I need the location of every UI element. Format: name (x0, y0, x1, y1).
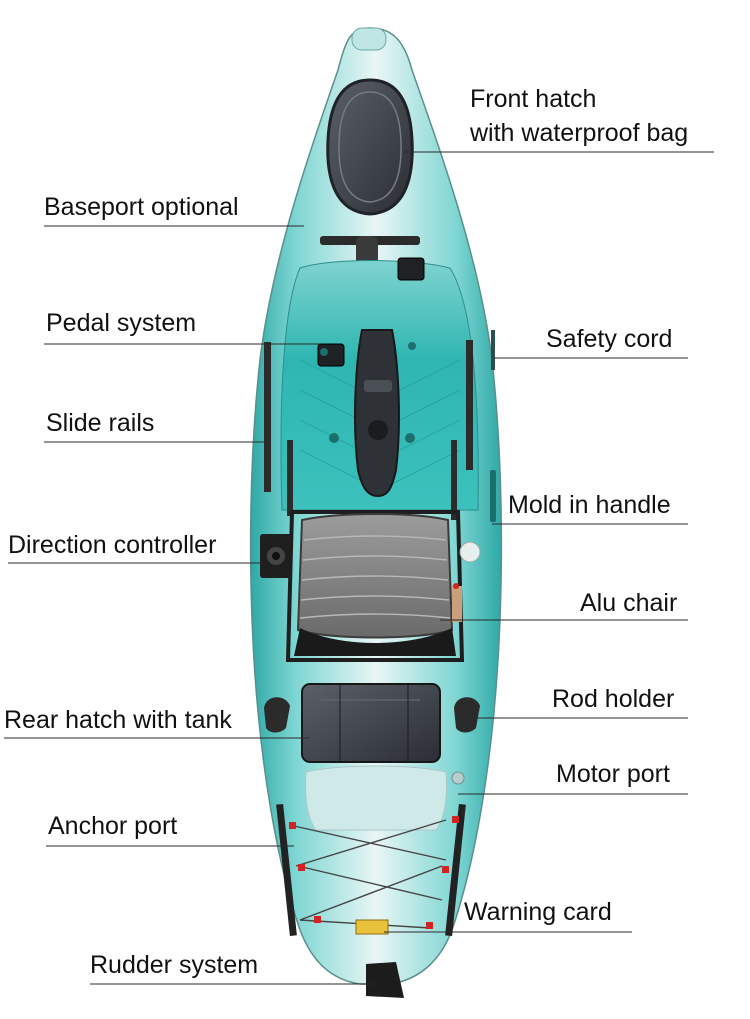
rod-holder-left (264, 697, 290, 733)
rudder (366, 962, 404, 998)
label-front-hatch-line1: Front hatch (470, 85, 597, 113)
label-anchor-port: Anchor port (48, 812, 178, 840)
anchor-rail-right (445, 804, 466, 937)
label-front-hatch-line2: with waterproof bag (470, 119, 689, 147)
label-pedal-system: Pedal system (46, 309, 197, 337)
label-rear-hatch: Rear hatch with tank (4, 706, 232, 734)
label-baseport: Baseport optional (44, 193, 239, 221)
front-hatch (326, 78, 414, 216)
alu-chair-frame (285, 510, 465, 662)
rod-holder-right (454, 697, 480, 733)
label-warning-card: Warning card (464, 898, 612, 926)
motor-port (451, 771, 465, 785)
label-rod-holder: Rod holder (552, 685, 675, 713)
pedal-right (397, 257, 425, 281)
warning-card (355, 919, 389, 935)
rear-hatch (301, 683, 441, 763)
bow-handle (351, 27, 387, 51)
label-motor-port: Motor port (556, 760, 670, 788)
label-safety-cord: Safety cord (546, 325, 673, 353)
label-mold-in-handle: Mold in handle (508, 491, 671, 519)
slide-rail-right (466, 340, 473, 470)
safety-cord (491, 330, 495, 370)
mold-in-handle (490, 470, 496, 522)
label-rudder-system: Rudder system (90, 951, 259, 979)
anchor-rail-left (276, 803, 297, 936)
label-slide-rails: Slide rails (46, 409, 155, 437)
anchor-port (289, 822, 296, 829)
label-direction-controller: Direction controller (8, 531, 217, 559)
slide-rail-left (264, 342, 271, 492)
label-alu-chair: Alu chair (580, 589, 678, 617)
pedal-console (354, 329, 400, 498)
